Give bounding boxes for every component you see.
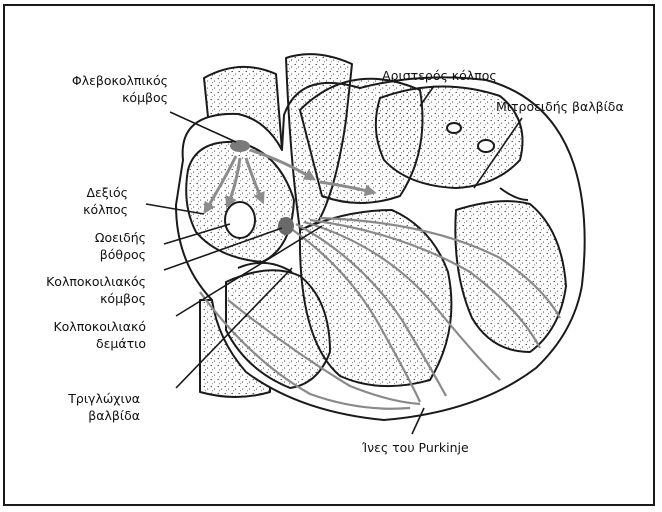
label-left-atrium: Αριστερός κόλπος <box>382 67 497 84</box>
fossa-ovalis <box>225 202 255 238</box>
label-av-bundle: Κολποκοιλιακό δεμάτιο <box>53 318 146 352</box>
pulmonary-vein-opening <box>478 140 494 152</box>
label-av-node: Κολποκοιλιακός κόμβος <box>46 273 146 307</box>
label-fossa-ovalis: Ωοειδής βόθρος <box>95 229 146 263</box>
label-sa-node: Φλεβοκολπικός κόμβος <box>72 72 168 106</box>
label-tricuspid-valve: Τριγλώχινα βαλβίδα <box>68 390 140 424</box>
label-right-atrium: Δεξιός κόλπος <box>83 184 128 218</box>
label-mitral-valve: Μιτροειδής βαλβίδα <box>496 98 624 115</box>
pulmonary-vein-opening <box>447 123 461 133</box>
label-purkinje-fibers: Ίνες του Purkinje <box>362 439 469 456</box>
sa-node <box>230 140 250 152</box>
av-node <box>278 217 294 235</box>
